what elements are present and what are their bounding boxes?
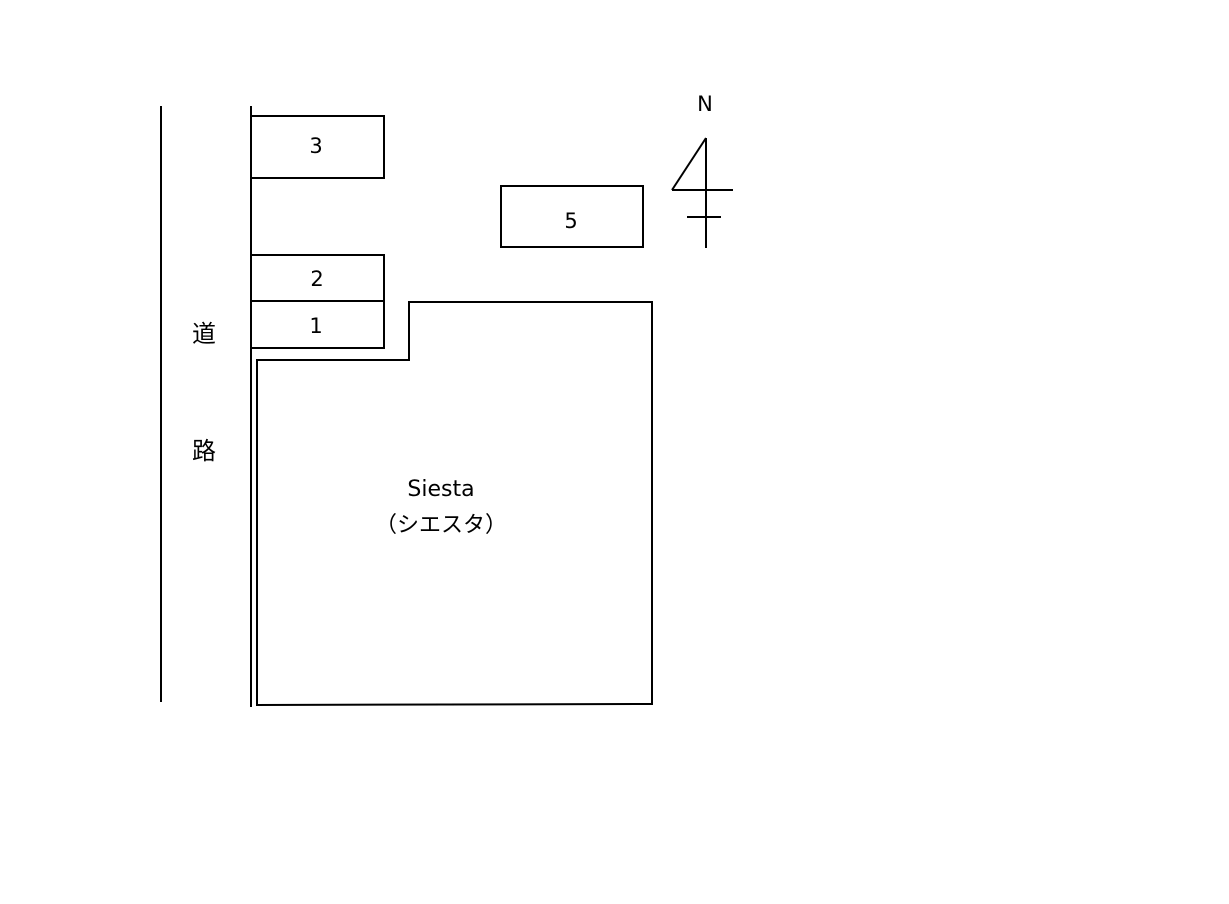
road-label-top: 道 (192, 320, 216, 348)
parking-space-3 (250, 115, 385, 179)
north-arrow-icon (671, 137, 733, 248)
building-name-kana: （シエスタ） (375, 513, 507, 538)
parking-space-5 (500, 185, 644, 248)
parking-space-1-label: 1 (309, 314, 322, 338)
road-label-bottom: 路 (192, 437, 216, 465)
parking-space-5-label: 5 (564, 209, 577, 233)
building-name: Siesta (407, 477, 474, 502)
parking-space-1 (250, 300, 385, 349)
compass-north-label: N (697, 92, 713, 116)
parking-space-2-label: 2 (310, 267, 323, 291)
building-outline (256, 301, 653, 707)
parking-space-3-label: 3 (309, 134, 322, 158)
